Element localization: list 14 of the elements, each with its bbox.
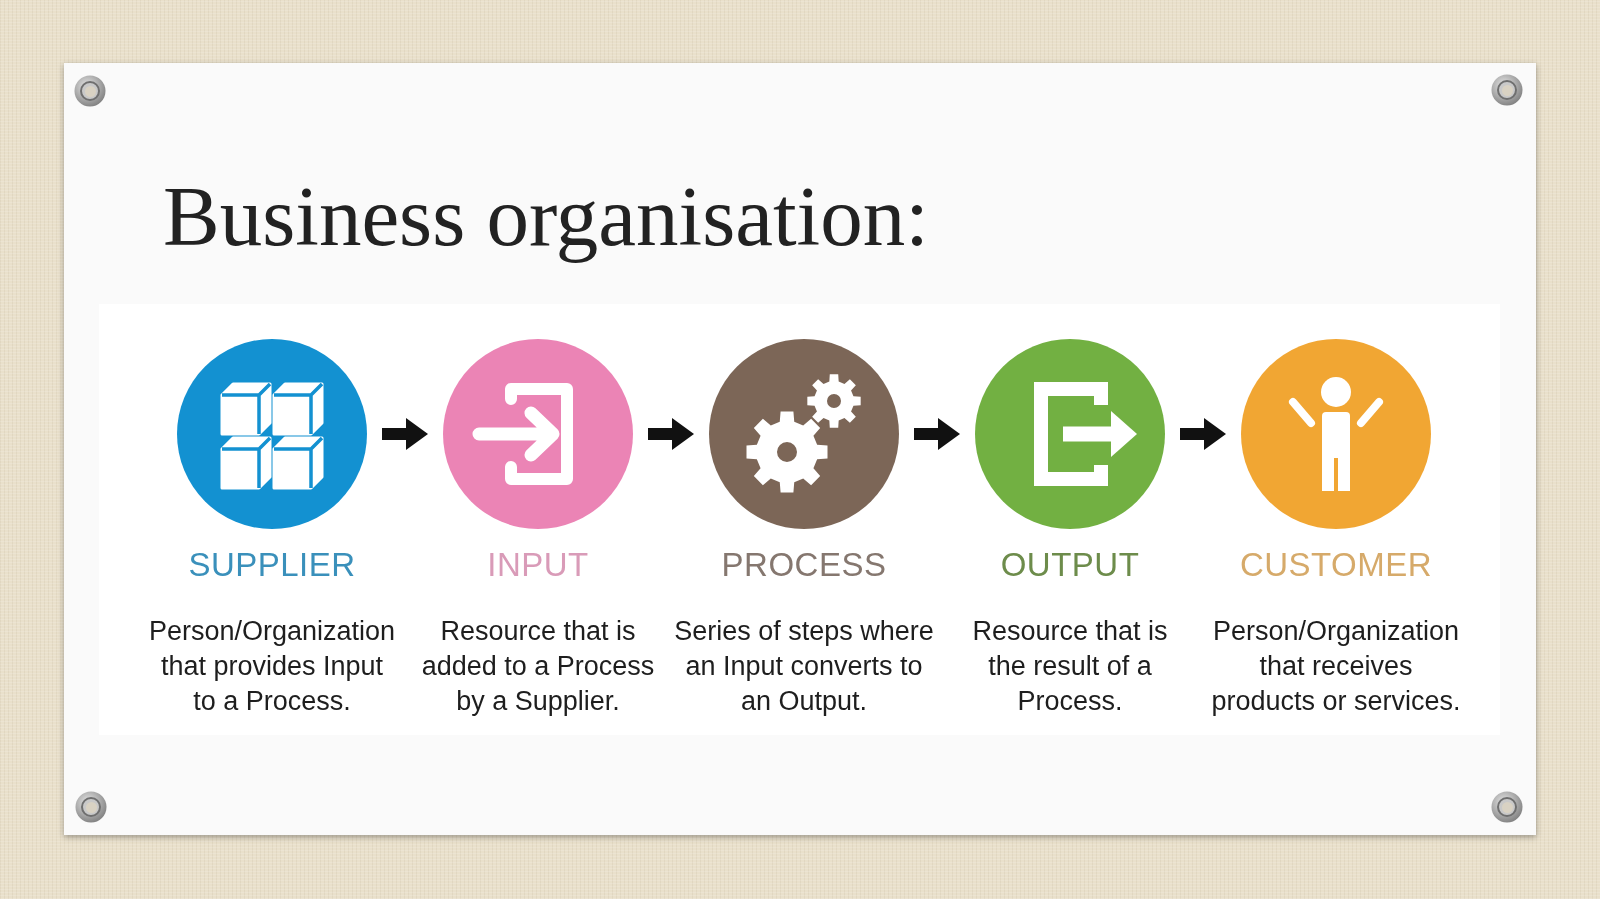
step-description: Person/Organization that receives products or services. [1210, 615, 1462, 718]
step-description: Series of steps where an Input converts to an Output. [673, 615, 935, 718]
step-description: Resource that is the result of a Process. [971, 615, 1169, 718]
arrow [1180, 418, 1226, 450]
arrow [648, 418, 694, 450]
step-title: OUTPUT [1000, 545, 1140, 585]
step-description: Person/Organization that provides Input to a Process. [147, 615, 397, 718]
step-description: Resource that is added to a Process by a Supplier. [420, 615, 656, 718]
step-title: INPUT [487, 545, 589, 585]
step-title: CUSTOMER [1239, 545, 1433, 585]
step-title: SUPPLIER [188, 545, 356, 585]
arrow [382, 418, 428, 450]
step-title: PROCESS [721, 545, 887, 585]
arrow [914, 418, 960, 450]
